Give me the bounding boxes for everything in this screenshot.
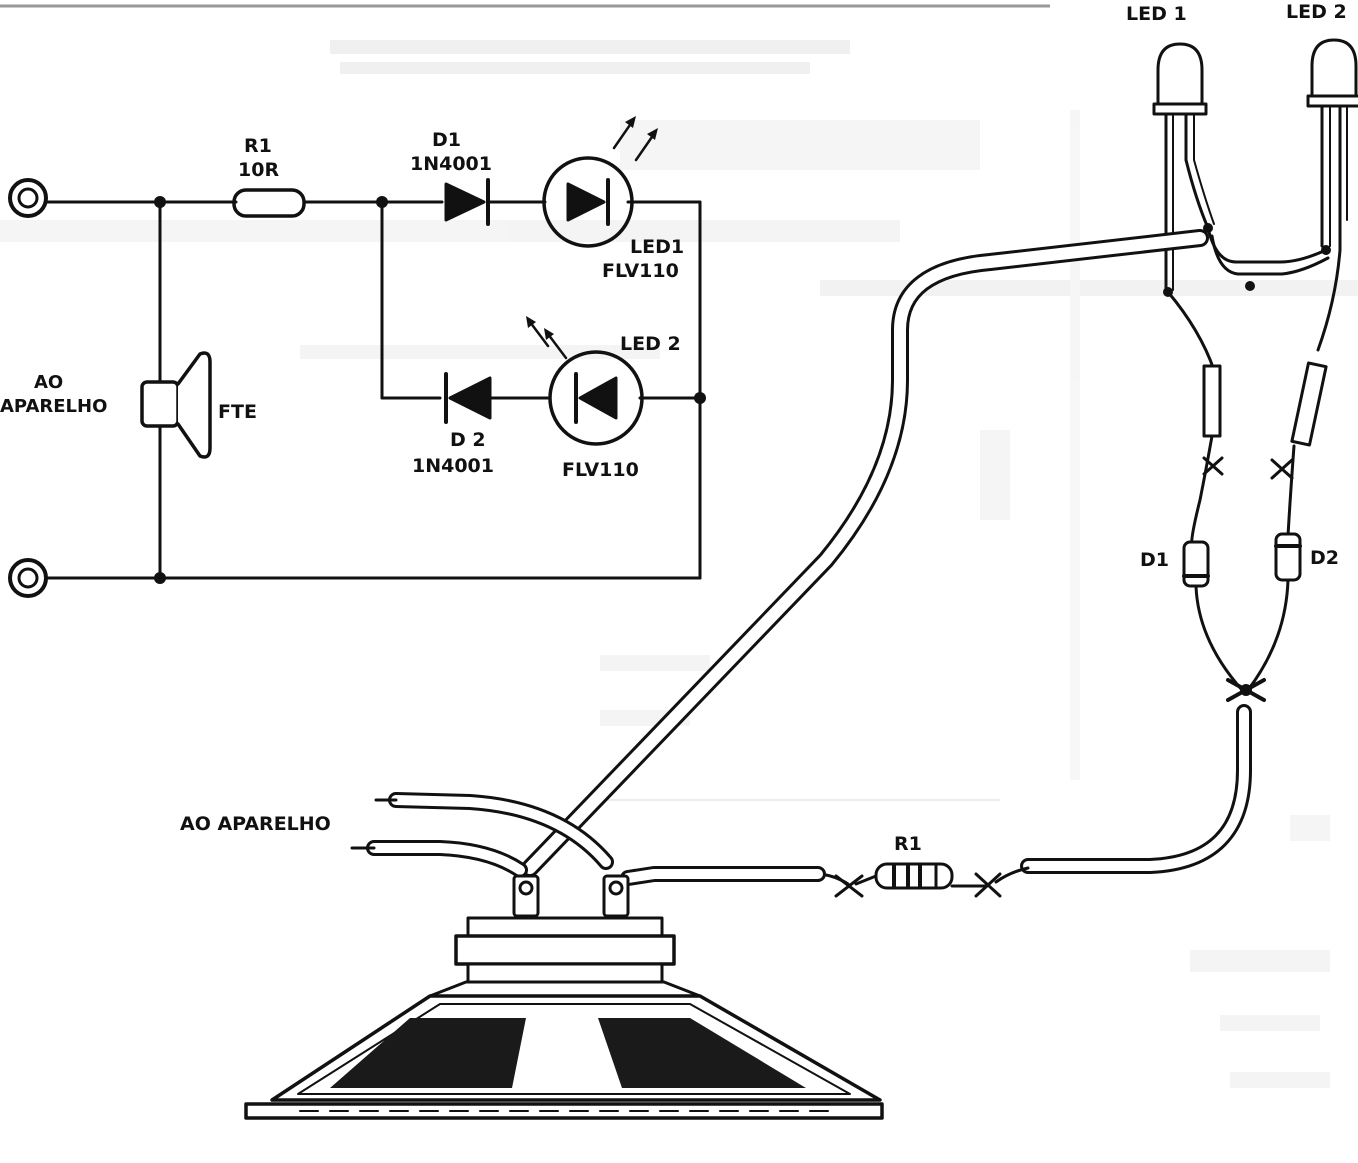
- speaker-label: FTE: [218, 401, 257, 423]
- wiring-labels: LED 1 LED 2 D1 D2 R1 AO APARELHO: [180, 1, 1347, 855]
- resistor-r1-symbol: [232, 188, 306, 218]
- input-terminal-bottom: [8, 558, 48, 598]
- d2-part-label: 1N4001: [412, 455, 494, 477]
- diode-d1-symbol: [444, 178, 490, 226]
- led2-component: [1306, 38, 1358, 352]
- input-terminal-top: [8, 178, 48, 218]
- led1-component: [1152, 42, 1215, 292]
- wiring-led1-label: LED 1: [1126, 3, 1187, 25]
- led1-ref-label: LED1: [630, 236, 684, 258]
- input-label-line2: APARELHO: [0, 396, 107, 417]
- d2-component: [1274, 532, 1302, 582]
- led1-part-label: FLV110: [602, 260, 679, 282]
- schematic: [8, 116, 706, 598]
- wiring-r1-label: R1: [894, 833, 922, 855]
- r1-component: [854, 862, 988, 890]
- led2-ref-label: LED 2: [620, 333, 681, 355]
- d2-ref-label: D 2: [450, 429, 486, 451]
- wiring-illustration: [244, 38, 1358, 1120]
- wiring-d1-label: D1: [1140, 549, 1169, 571]
- schematic-labels: R1 10R D1 1N4001 LED1 FLV110 LED 2 D 2 1…: [0, 129, 684, 481]
- input-label-line1: AO: [34, 372, 63, 393]
- bleed-through-background: [0, 4, 1358, 1088]
- junction-dots: [154, 196, 706, 584]
- diode-d2-symbol: [444, 372, 492, 424]
- wiring-input-label: AO APARELHO: [180, 813, 331, 835]
- d1-ref-label: D1: [432, 129, 461, 151]
- d1-part-label: 1N4001: [410, 153, 492, 175]
- led1-symbol: [542, 116, 658, 248]
- speaker-fte-symbol: [140, 351, 212, 459]
- wiring-d2-label: D2: [1310, 547, 1339, 569]
- r1-value-label: 10R: [238, 159, 279, 181]
- wiring-led2-label: LED 2: [1286, 1, 1347, 23]
- d1-component: [1182, 540, 1210, 588]
- led-bridge-wire: [1206, 226, 1328, 264]
- led2-part-label: FLV110: [562, 459, 639, 481]
- r1-ref-label: R1: [244, 135, 272, 157]
- led2-symbol: [526, 316, 644, 446]
- speaker-component: [244, 874, 884, 1120]
